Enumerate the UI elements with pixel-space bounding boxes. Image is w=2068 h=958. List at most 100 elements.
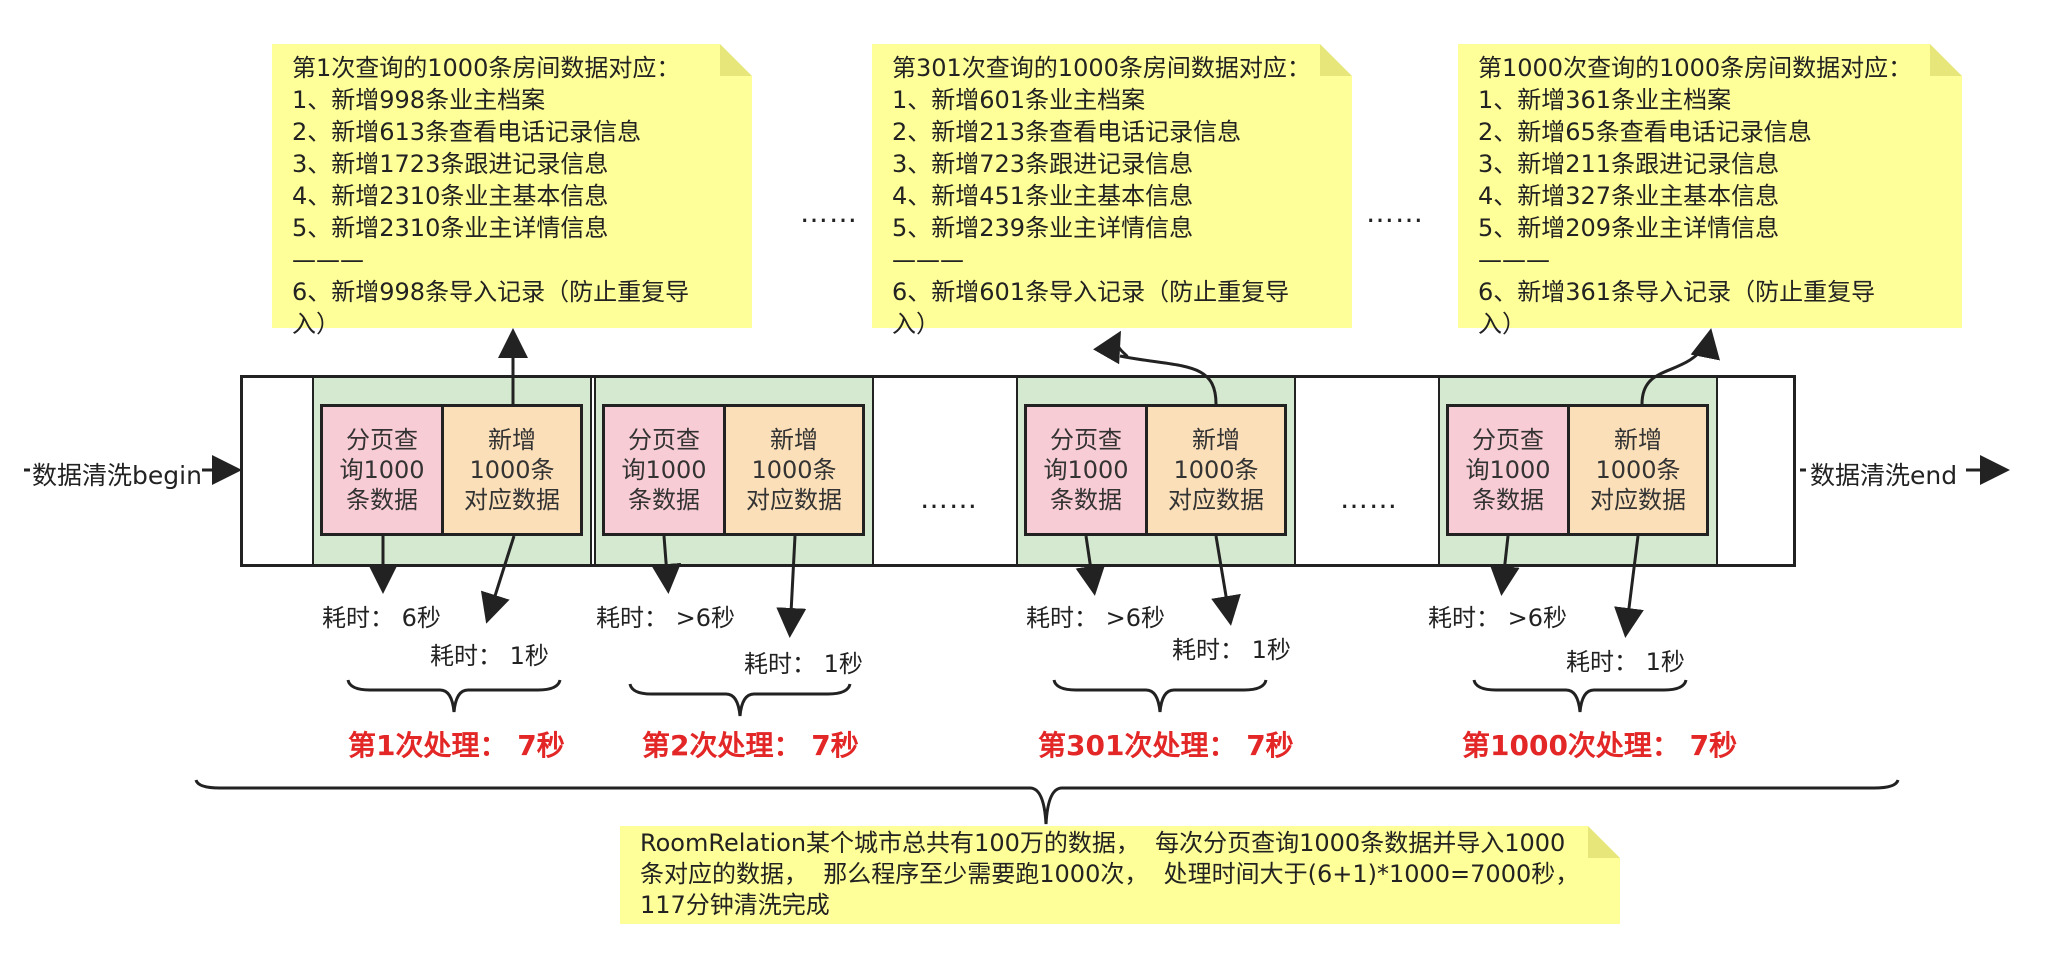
note-line: 3、新增211条跟进记录信息 (1478, 150, 1780, 178)
box-line: 分页查 (1471, 426, 1544, 454)
box-line: 询1000 (621, 456, 707, 484)
note-line: 第301次查询的1000条房间数据对应： (892, 54, 1311, 82)
note-line: 第1000次查询的1000条房间数据对应： (1478, 54, 1913, 82)
box-line: 新增 (1192, 426, 1240, 454)
flow-begin-label: 数据清洗begin (32, 461, 202, 490)
top-ellipsis-2: …… (1366, 196, 1424, 229)
box-line: 新增 (488, 426, 536, 454)
summary-line: 条对应的数据， 那么程序至少需要跑1000次， 处理时间大于(6+1)*1000… (640, 860, 1580, 888)
note-1000-arrow (1640, 328, 1720, 405)
box-line: 1000条 (1595, 456, 1681, 484)
box-line: 对应数据 (1590, 486, 1686, 514)
note-line: 1、新增361条业主档案 (1478, 86, 1732, 114)
box-line: 条数据 (345, 486, 418, 514)
note-line: 3、新增1723条跟进记录信息 (292, 150, 609, 178)
box-line: 条数据 (1471, 486, 1544, 514)
note-line: 5、新增239条业主详情信息 (892, 214, 1194, 242)
batch-1000-insert-time: 耗时： 1秒 (1566, 648, 1685, 676)
brace-summary (194, 779, 1900, 825)
note-fold (1320, 44, 1352, 76)
mid-ellipsis-1: …… (920, 482, 978, 515)
note-fold (1930, 44, 1962, 76)
box-line: 1000条 (751, 456, 837, 484)
note-fold (720, 44, 752, 76)
note-line: 第1次查询的1000条房间数据对应： (292, 54, 681, 82)
note-line: 6、新增361条导入记录（防止重复导 (1478, 278, 1876, 306)
box-line: 1000条 (469, 456, 555, 484)
b1000-insert-down (1614, 535, 1644, 638)
note-line: 2、新增213条查看电话记录信息 (892, 118, 1242, 146)
box-line: 分页查 (627, 426, 700, 454)
top-ellipsis-1: …… (800, 196, 858, 229)
note-line: 1、新增998条业主档案 (292, 86, 546, 114)
box-line: 分页查 (1049, 426, 1122, 454)
b2-query-down (651, 535, 682, 594)
brace-1 (346, 679, 562, 713)
note-line: 入） (892, 310, 940, 338)
box-line: 新增 (770, 426, 818, 454)
note-line: 5、新增209条业主详情信息 (1478, 214, 1780, 242)
note-text: 第301次查询的1000条房间数据对应： 1、新增601条业主档案 2、新增213条… (872, 44, 1352, 340)
process-1000-total: 第1000次处理： 7秒 (1462, 729, 1738, 762)
b301-insert-down (1211, 535, 1241, 626)
note-fold (1588, 826, 1620, 858)
note-text: 第1000次查询的1000条房间数据对应： 1、新增361条业主档案 2、新增65条… (1458, 44, 1962, 340)
b301-query-down (1075, 535, 1106, 596)
mid-ellipsis-2: …… (1340, 482, 1398, 515)
note-line: 4、新增2310条业主基本信息 (292, 182, 609, 210)
box-line: 对应数据 (1168, 486, 1264, 514)
note-line: 4、新增451条业主基本信息 (892, 182, 1194, 210)
batch-301-insert-time: 耗时： 1秒 (1172, 636, 1291, 664)
flow-end-label: 数据清洗end (1810, 461, 1958, 490)
b1000-query-down (1489, 535, 1520, 596)
box-line: 询1000 (1465, 456, 1551, 484)
box-line: 1000条 (1173, 456, 1259, 484)
brace-1000 (1472, 679, 1688, 713)
summary-note: RoomRelation某个城市总共有100万的数据， 每次分页查询1000条数… (620, 826, 1620, 924)
process-1-total: 第1次处理： 7秒 (348, 729, 565, 762)
brace-301 (1052, 679, 1268, 713)
brace-2 (628, 683, 852, 717)
note-line: ——— (1478, 246, 1550, 274)
box-line: 询1000 (339, 456, 425, 484)
note-line: 5、新增2310条业主详情信息 (292, 214, 609, 242)
process-301-total: 第301次处理： 7秒 (1038, 729, 1294, 762)
note-line: 4、新增327条业主基本信息 (1478, 182, 1780, 210)
note-line: 2、新增613条查看电话记录信息 (292, 118, 642, 146)
batch-1-insert-time: 耗时： 1秒 (430, 642, 549, 670)
note-text: 第1次查询的1000条房间数据对应： 1、新增998条业主档案 2、新增613条查看… (272, 44, 752, 340)
batch-1000-query-time: 耗时： >6秒 (1428, 604, 1568, 632)
box-line: 新增 (1614, 426, 1662, 454)
note-line: 6、新增998条导入记录（防止重复导 (292, 278, 690, 306)
note-batch-1: 第1次查询的1000条房间数据对应： 1、新增998条业主档案 2、新增613条查看… (272, 44, 752, 338)
process-2-total: 第2次处理： 7秒 (642, 729, 859, 762)
note-301-arrow (1093, 330, 1218, 405)
b2-insert-down (776, 535, 807, 638)
summary-text: RoomRelation某个城市总共有100万的数据， 每次分页查询1000条数… (620, 826, 1620, 921)
box-line: 条数据 (1049, 486, 1122, 514)
summary-line: RoomRelation某个城市总共有100万的数据， 每次分页查询1000条数… (640, 829, 1566, 857)
batch-2-insert-time: 耗时： 1秒 (744, 650, 863, 678)
note-batch-301: 第301次查询的1000条房间数据对应： 1、新增601条业主档案 2、新增213条… (872, 44, 1352, 338)
note-line: 1、新增601条业主档案 (892, 86, 1146, 114)
note-line: 2、新增65条查看电话记录信息 (1478, 118, 1812, 146)
note-line: 6、新增601条导入记录（防止重复导 (892, 278, 1290, 306)
note-batch-1000: 第1000次查询的1000条房间数据对应： 1、新增361条业主档案 2、新增65条… (1458, 44, 1962, 338)
batch-301-query-time: 耗时： >6秒 (1026, 604, 1166, 632)
batch-2-query-time: 耗时： >6秒 (596, 604, 736, 632)
box-line: 分页查 (345, 426, 418, 454)
b1-insert-down (480, 535, 516, 624)
note-line: ——— (292, 246, 364, 274)
note-line: 3、新增723条跟进记录信息 (892, 150, 1194, 178)
box-line: 对应数据 (746, 486, 842, 514)
box-line: 对应数据 (464, 486, 560, 514)
note-line: 入） (1478, 310, 1526, 338)
